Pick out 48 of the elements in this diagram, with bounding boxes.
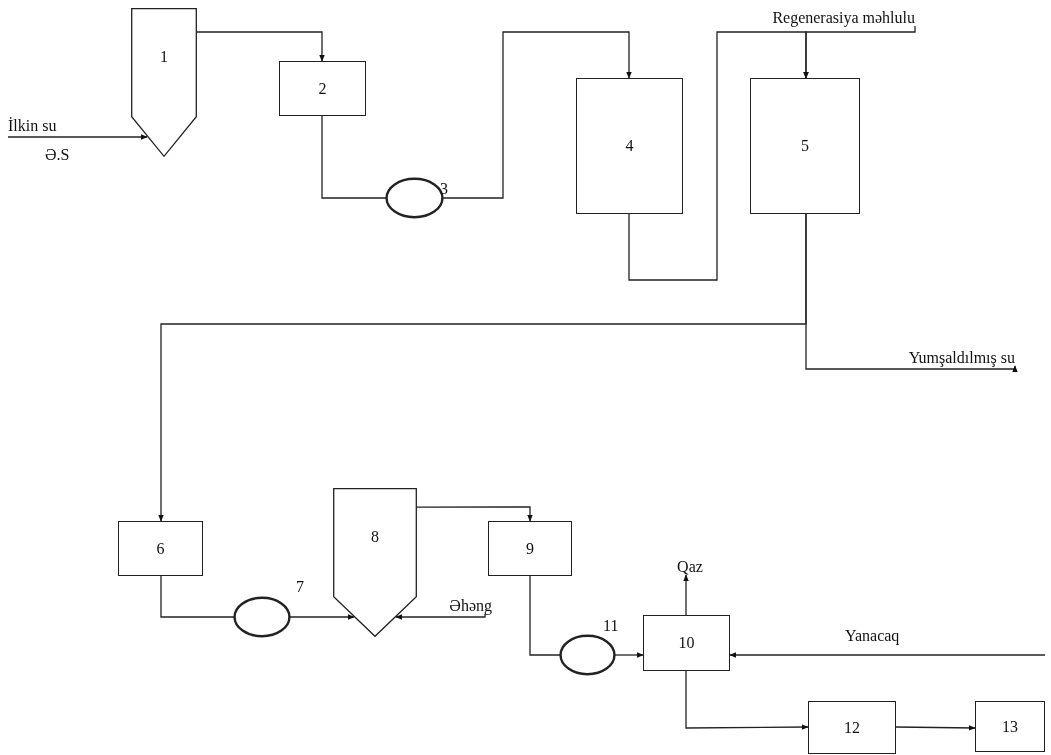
callout-number: 11 (603, 617, 619, 634)
flow-arrow (196, 31, 325, 62)
apparatus-number: 1 (160, 48, 168, 66)
flow-arrow (803, 25, 916, 79)
flow-arrow (614, 652, 644, 658)
apparatus-box (808, 701, 896, 754)
pump-circle (234, 597, 290, 637)
settler-vessel (131, 8, 197, 157)
apparatus-number: 4 (625, 137, 634, 155)
flow-arrow (416, 506, 533, 522)
pump-circle (560, 635, 615, 675)
apparatus-box (643, 615, 730, 671)
flow-arrow (683, 574, 689, 616)
apparatus-box (975, 701, 1045, 752)
apparatus-box (488, 521, 572, 576)
stream-label: Əhəng (428, 594, 492, 614)
flow-arrow (895, 725, 976, 731)
flow-arrow (805, 213, 1018, 373)
apparatus-number: 5 (801, 137, 809, 155)
apparatus-number: 13 (1002, 717, 1018, 736)
apparatus-box (279, 61, 366, 116)
apparatus-box (750, 78, 860, 214)
stream-label: Qaz (672, 555, 708, 575)
flow-arrow (685, 670, 809, 730)
apparatus-number: 8 (371, 528, 379, 546)
pipe-line (321, 115, 387, 199)
flow-arrow (395, 613, 486, 620)
apparatus-number: 2 (318, 79, 327, 98)
stream-label: Regenerasiya məhlulu (736, 6, 915, 26)
settler-vessel (333, 488, 417, 637)
edge-label: Yanacaq (845, 627, 900, 644)
apparatus-number: 6 (156, 539, 165, 558)
pipe-line (160, 575, 235, 618)
stream-label: Yumşaldılmış su (770, 346, 1015, 366)
callout-number: 3 (440, 180, 448, 197)
callout-number: 7 (296, 578, 304, 595)
apparatus-box (576, 78, 683, 214)
pipe-line (529, 575, 561, 656)
flow-arrow (7, 134, 148, 140)
apparatus-number: 10 (678, 634, 695, 652)
flow-arrow (729, 652, 1046, 658)
apparatus-number: 9 (526, 539, 534, 558)
flow-arrow (442, 31, 632, 199)
apparatus-number: 12 (844, 718, 860, 737)
apparatus-box (118, 521, 203, 576)
stream-label: İlkin su (8, 117, 57, 134)
flow-arrow (289, 614, 355, 620)
stream-label: Ə.S (45, 146, 70, 163)
